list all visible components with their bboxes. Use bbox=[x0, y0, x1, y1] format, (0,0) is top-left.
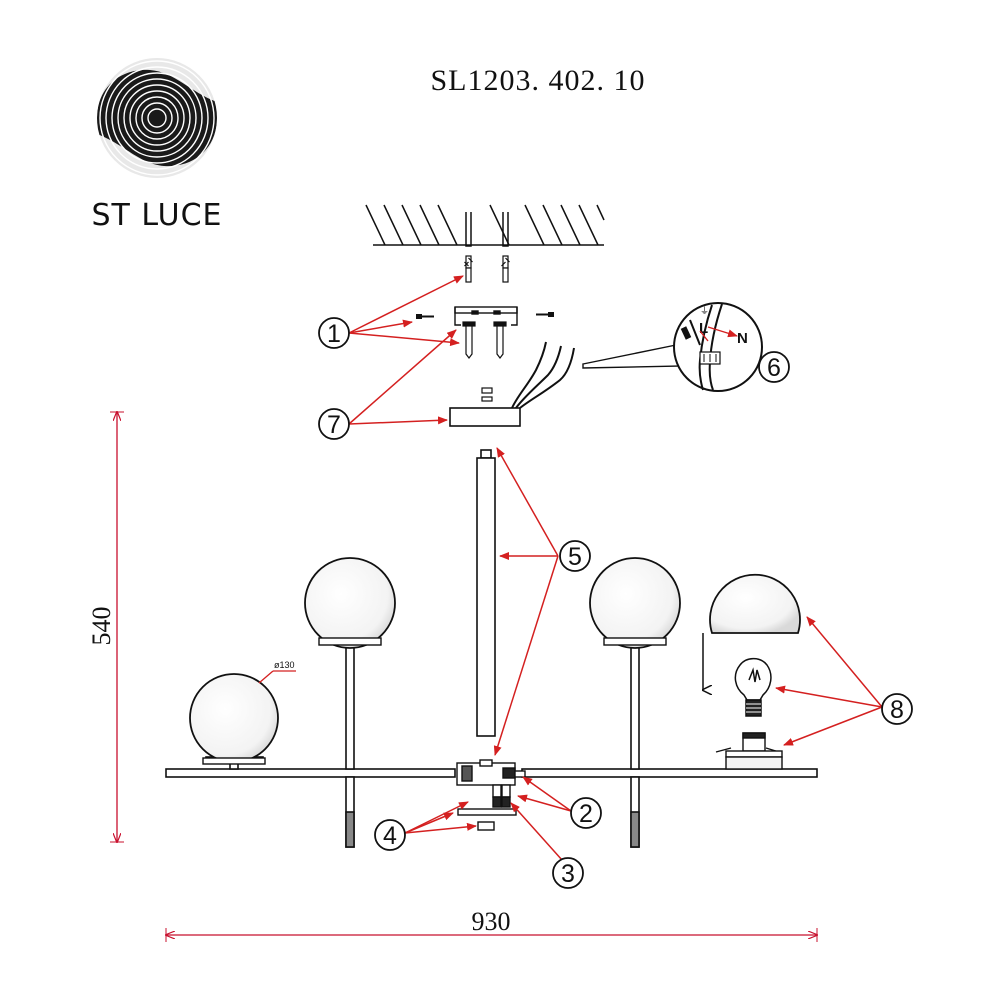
wire-live-label: L bbox=[699, 320, 708, 337]
callout-4: 4 bbox=[374, 819, 406, 851]
svg-text:2: 2 bbox=[579, 800, 593, 828]
callout-6: 6 bbox=[758, 351, 790, 383]
callout-5: 5 bbox=[559, 540, 591, 572]
height-dimension: 540 bbox=[87, 412, 124, 842]
central-hub bbox=[456, 759, 526, 831]
width-dimension: 930 bbox=[166, 907, 817, 942]
brand-name: ST LUCE bbox=[92, 198, 223, 233]
ceiling-canopy bbox=[449, 341, 575, 427]
arm-right bbox=[521, 768, 818, 778]
lamp-holder bbox=[715, 732, 783, 770]
svg-text:3: 3 bbox=[561, 860, 575, 888]
globe-lower-left bbox=[189, 673, 279, 765]
callout-8: 8 bbox=[881, 693, 913, 725]
wire-neutral-label: N bbox=[737, 330, 748, 347]
wiring-detail: ⏚ L N bbox=[582, 302, 763, 392]
wall-plugs bbox=[464, 255, 510, 283]
width-label: 930 bbox=[472, 907, 511, 936]
mounting-bracket bbox=[454, 306, 518, 326]
stem-left-upper bbox=[345, 644, 355, 848]
svg-text:6: 6 bbox=[767, 354, 781, 382]
arm-left bbox=[165, 768, 456, 778]
callout-7: 7 bbox=[318, 408, 350, 440]
light-bulb-icon bbox=[734, 657, 772, 717]
globe-upper-left bbox=[304, 557, 396, 649]
globe-diameter-label: ø130 bbox=[274, 660, 295, 670]
globe-diameter-annotation: ø130 bbox=[258, 660, 296, 684]
globe-upper-right bbox=[589, 557, 681, 649]
svg-text:⏚: ⏚ bbox=[700, 306, 709, 316]
callout-3: 3 bbox=[552, 857, 584, 889]
ceiling bbox=[365, 204, 605, 247]
screws bbox=[462, 321, 507, 359]
svg-text:4: 4 bbox=[383, 822, 397, 850]
swirl-logo-icon bbox=[96, 57, 218, 179]
model-number: SL1203. 402. 10 bbox=[430, 64, 645, 97]
svg-text:7: 7 bbox=[327, 411, 341, 439]
central-rod bbox=[476, 449, 496, 737]
stem-right-upper bbox=[630, 644, 640, 848]
brand-logo: ST LUCE bbox=[92, 57, 223, 233]
svg-text:8: 8 bbox=[890, 696, 904, 724]
svg-text:5: 5 bbox=[568, 543, 582, 571]
callout-2: 2 bbox=[570, 797, 602, 829]
side-screws bbox=[416, 312, 554, 319]
callout-leaders bbox=[348, 275, 883, 861]
height-label: 540 bbox=[87, 607, 116, 646]
supply-wires bbox=[511, 341, 575, 409]
callout-1: 1 bbox=[318, 317, 350, 349]
globe-exploded bbox=[709, 573, 801, 634]
svg-text:1: 1 bbox=[327, 320, 341, 348]
